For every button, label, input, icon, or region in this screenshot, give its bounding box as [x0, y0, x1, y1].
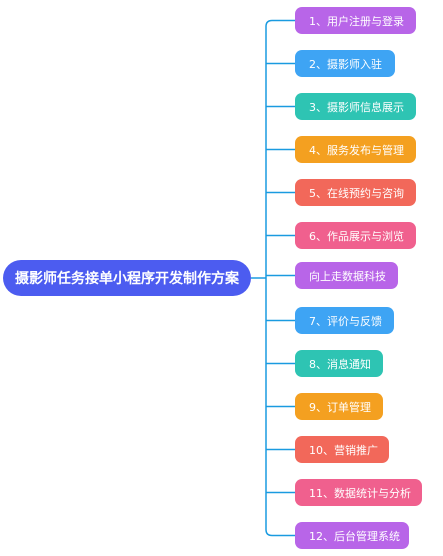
branch-node-label: 1、用户注册与登录	[309, 14, 404, 28]
root-node-label: 摄影师任务接单小程序开发制作方案	[15, 271, 239, 287]
branch-node-label: 3、摄影师信息展示	[309, 100, 404, 114]
branch-node[interactable]: 6、作品展示与浏览	[295, 222, 416, 249]
branch-node-label: 12、后台管理系统	[309, 529, 400, 543]
branch-node-label: 9、订单管理	[309, 400, 371, 414]
branch-node-label: 向上走数据科技	[309, 269, 386, 283]
branch-node[interactable]: 7、评价与反馈	[295, 307, 394, 334]
branch-node-label: 4、服务发布与管理	[309, 143, 404, 157]
branch-connector	[265, 529, 295, 537]
branch-node-label: 10、营销推广	[309, 443, 378, 457]
branch-node-label: 2、摄影师入驻	[309, 57, 382, 71]
branch-node[interactable]: 11、数据统计与分析	[295, 479, 422, 506]
branch-node[interactable]: 1、用户注册与登录	[295, 7, 416, 34]
branch-node[interactable]: 5、在线预约与咨询	[295, 179, 416, 206]
branch-node[interactable]: 3、摄影师信息展示	[295, 93, 416, 120]
branch-node-label: 6、作品展示与浏览	[309, 229, 404, 243]
branch-connector	[265, 19, 295, 27]
branch-node[interactable]: 8、消息通知	[295, 350, 383, 377]
branch-node[interactable]: 12、后台管理系统	[295, 522, 409, 549]
branch-node-label: 7、评价与反馈	[309, 314, 382, 328]
branch-node[interactable]: 4、服务发布与管理	[295, 136, 416, 163]
branch-node[interactable]: 9、订单管理	[295, 393, 383, 420]
branch-node[interactable]: 2、摄影师入驻	[295, 50, 395, 77]
branch-node-label: 5、在线预约与咨询	[309, 186, 404, 200]
root-node[interactable]: 摄影师任务接单小程序开发制作方案	[3, 260, 251, 296]
branch-node[interactable]: 向上走数据科技	[295, 262, 398, 289]
branch-node[interactable]: 10、营销推广	[295, 436, 389, 463]
branch-node-label: 8、消息通知	[309, 357, 371, 371]
branch-node-label: 11、数据统计与分析	[309, 486, 411, 500]
